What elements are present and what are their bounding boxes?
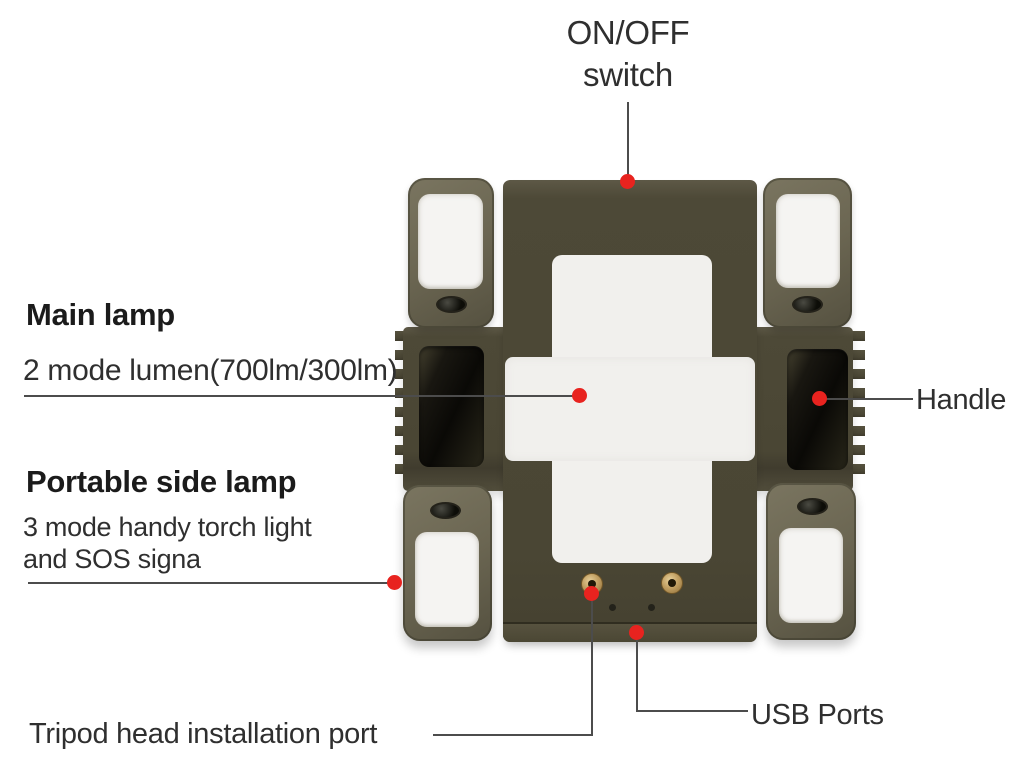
leader-line-usb-horizontal xyxy=(636,710,748,712)
callout-dot-main-lamp xyxy=(572,388,587,403)
side-lamp-button xyxy=(436,296,467,313)
corner-lamp-top-right xyxy=(763,178,852,328)
leader-line-handle xyxy=(823,398,913,400)
label-handle: Handle xyxy=(916,384,1007,416)
callout-dot-usb-ports xyxy=(629,625,644,640)
side-lamp-lens xyxy=(776,194,840,288)
side-lamp-lens xyxy=(415,532,479,627)
label-main-lamp-detail: 2 mode lumen(700lm/300lm) xyxy=(23,354,398,387)
side-lamp-lens xyxy=(418,194,483,289)
label-main-lamp-title: Main lamp xyxy=(26,297,175,332)
tripod-port-hole xyxy=(668,579,676,587)
callout-dot-handle xyxy=(812,391,827,406)
leader-line-tripod-horizontal xyxy=(433,734,592,736)
corner-lamp-bottom-left xyxy=(403,485,492,641)
label-portable-detail-line1: 3 mode handy torch light xyxy=(23,512,312,542)
leader-line-tripod-vertical xyxy=(591,597,593,736)
leader-line-portable-side-lamp xyxy=(28,582,390,584)
handle-opening-right xyxy=(787,349,848,470)
label-usb-ports: USB Ports xyxy=(751,699,884,731)
callout-dot-tripod-port xyxy=(584,586,599,601)
indicator-hole-left xyxy=(609,604,616,611)
label-on-off-switch: ON/OFF switch xyxy=(508,12,748,96)
right-grip-ridges xyxy=(851,331,865,483)
side-lamp-button xyxy=(430,502,461,519)
leader-line-on-off-switch xyxy=(627,102,629,178)
side-lamp-button xyxy=(797,498,828,515)
tripod-mount-port-right xyxy=(661,572,683,594)
indicator-hole-right xyxy=(648,604,655,611)
leader-line-usb-vertical xyxy=(636,636,638,712)
corner-lamp-top-left xyxy=(408,178,494,328)
label-portable-side-lamp-detail: 3 mode handy torch light and SOS signa xyxy=(23,511,312,575)
label-tripod-port: Tripod head installation port xyxy=(29,718,378,750)
label-on-off-line1: ON/OFF xyxy=(566,14,690,51)
label-portable-detail-line2: and SOS signa xyxy=(23,544,201,574)
label-on-off-line2: switch xyxy=(583,56,673,93)
leader-line-main-lamp xyxy=(24,395,576,397)
camping-light-top-view xyxy=(395,175,865,647)
corner-lamp-bottom-right xyxy=(766,483,856,640)
callout-dot-portable-side-lamp xyxy=(387,575,402,590)
main-lamp-panel-horizontal xyxy=(505,357,755,461)
callout-dot-on-off-switch xyxy=(620,174,635,189)
side-lamp-button xyxy=(792,296,823,313)
side-lamp-lens xyxy=(779,528,843,623)
tripod-port-hole xyxy=(588,580,596,588)
handle-opening-left xyxy=(419,346,484,467)
label-portable-side-lamp-title: Portable side lamp xyxy=(26,464,297,499)
